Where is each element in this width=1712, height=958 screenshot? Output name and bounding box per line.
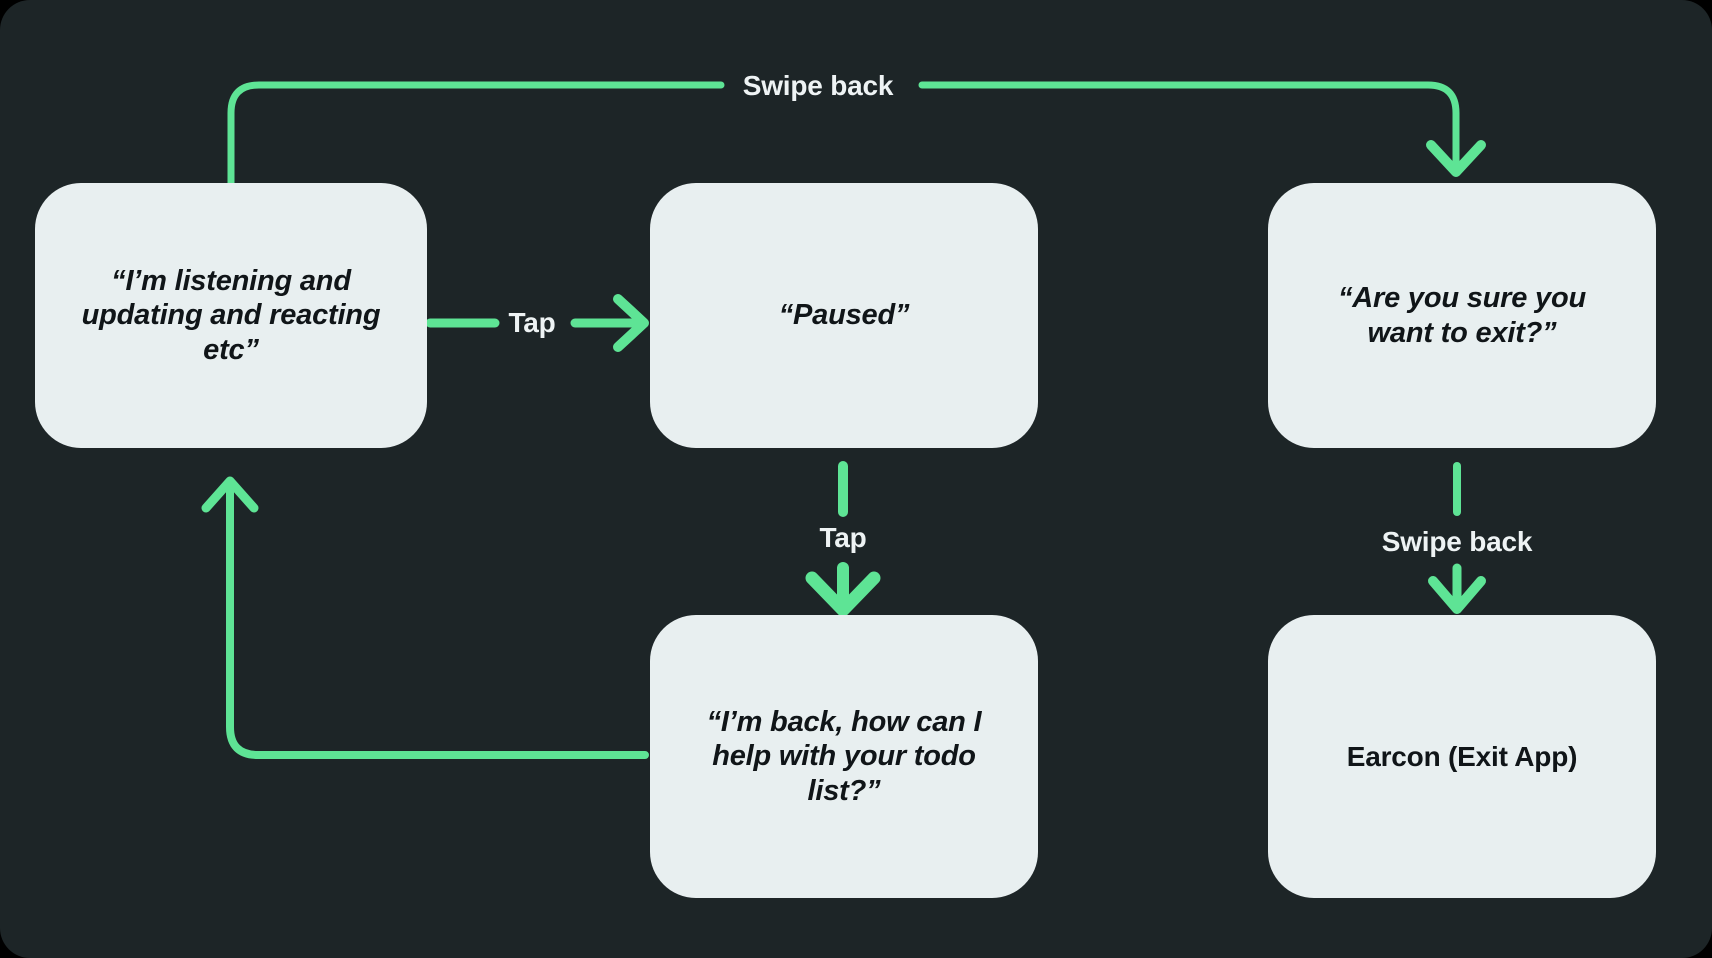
edge-label-tap-paused-back: Tap xyxy=(819,522,867,553)
edge-label-swipe-back-top: Swipe back xyxy=(742,70,894,101)
node-back[interactable]: “I’m back, how can I help with your todo… xyxy=(650,615,1038,898)
node-earcon-label: Earcon (Exit App) xyxy=(1346,740,1578,772)
edge-tap-paused-back xyxy=(805,461,881,617)
edge-swipe-back-top xyxy=(227,81,1486,187)
node-confirm[interactable]: “Are you sure you want to exit?” xyxy=(1268,183,1656,448)
node-listening[interactable]: “I’m listening and updating and reacting… xyxy=(35,183,427,448)
node-paused[interactable]: “Paused” xyxy=(650,183,1038,448)
node-paused-label: “Paused” xyxy=(778,299,910,332)
node-earcon[interactable]: Earcon (Exit App) xyxy=(1268,615,1656,898)
node-back-label: “I’m back, how can I help with your todo… xyxy=(706,706,982,807)
node-confirm-label: “Are you sure you want to exit?” xyxy=(1338,282,1586,349)
edge-swipe-back-confirm-earcon xyxy=(1428,462,1486,614)
edge-label-swipe-back-confirm-earcon: Swipe back xyxy=(1381,526,1533,557)
edge-tap-listening-paused xyxy=(425,294,649,352)
edge-return-back-listening xyxy=(201,476,649,759)
node-listening-label: “I’m listening and updating and reacting… xyxy=(81,265,381,366)
edge-label-tap-listening-paused: Tap xyxy=(508,307,556,338)
